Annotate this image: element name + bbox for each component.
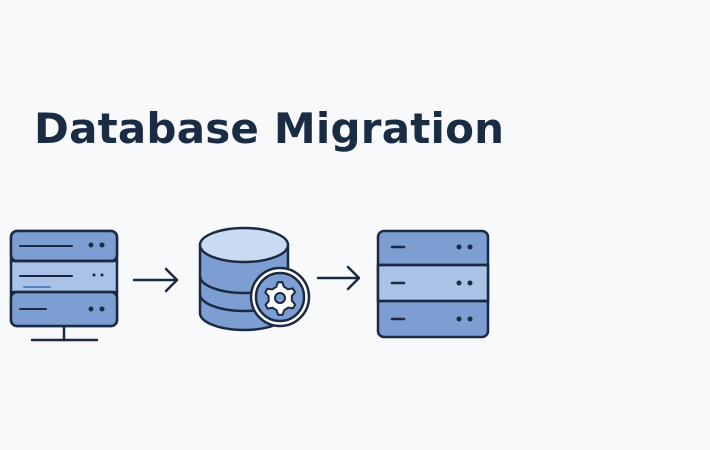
database-with-gear-icon <box>198 226 311 332</box>
page-title: Database Migration <box>34 104 505 153</box>
arrow-right-icon <box>316 265 361 291</box>
arrow-right-icon <box>132 267 179 293</box>
target-server-rack-icon <box>376 229 490 339</box>
source-server-monitor-icon <box>9 229 119 342</box>
